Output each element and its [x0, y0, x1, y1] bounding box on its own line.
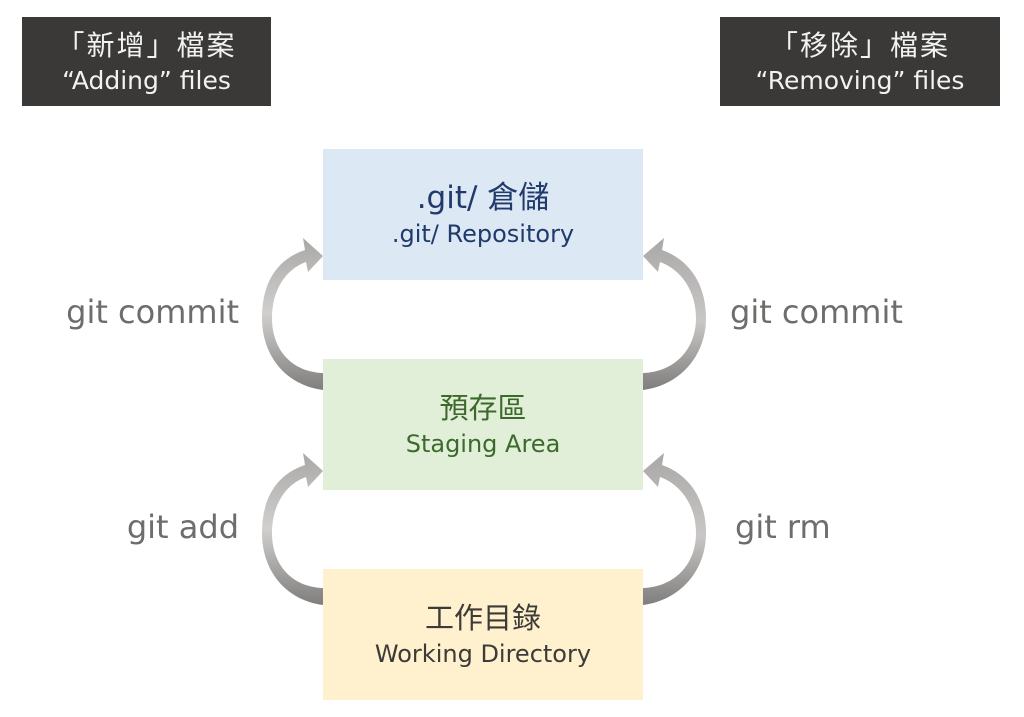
left-commit-arrow-body — [262, 238, 323, 390]
removing-header-en: “Removing” files — [755, 65, 965, 95]
left-add-arrow-body — [262, 453, 323, 605]
working-label-en: Working Directory — [374, 639, 592, 668]
repository-box: .git/ 倉儲 .git/ Repository — [323, 149, 643, 280]
arrow-right-rm — [643, 453, 706, 605]
removing-files-header: 「移除」檔案 “Removing” files — [720, 17, 1000, 106]
adding-header-en: “Adding” files — [62, 65, 231, 95]
repository-label-zh: .git/ 倉儲 — [416, 179, 550, 216]
right-git-commit-label: git commit — [730, 293, 903, 331]
adding-files-header: 「新增」檔案 “Adding” files — [22, 17, 271, 106]
working-label-zh: 工作目錄 — [424, 600, 541, 635]
staging-label-en: Staging Area — [405, 429, 561, 458]
arrow-right-commit — [643, 238, 706, 390]
git-rm-label: git rm — [735, 508, 831, 546]
left-git-commit-label: git commit — [66, 293, 239, 331]
removing-header-zh: 「移除」檔案 — [769, 28, 950, 62]
arrow-left-add — [262, 453, 323, 605]
repository-label-en: .git/ Repository — [391, 219, 575, 248]
right-commit-arrow-body — [643, 238, 706, 390]
staging-label-zh: 預存區 — [439, 390, 527, 425]
git-add-label: git add — [126, 508, 239, 546]
arrow-left-commit — [262, 238, 323, 390]
staging-area-box: 預存區 Staging Area — [323, 359, 643, 490]
adding-header-zh: 「新增」檔案 — [56, 28, 237, 62]
working-directory-box: 工作目錄 Working Directory — [323, 569, 643, 700]
right-rm-arrow-body — [643, 453, 706, 605]
